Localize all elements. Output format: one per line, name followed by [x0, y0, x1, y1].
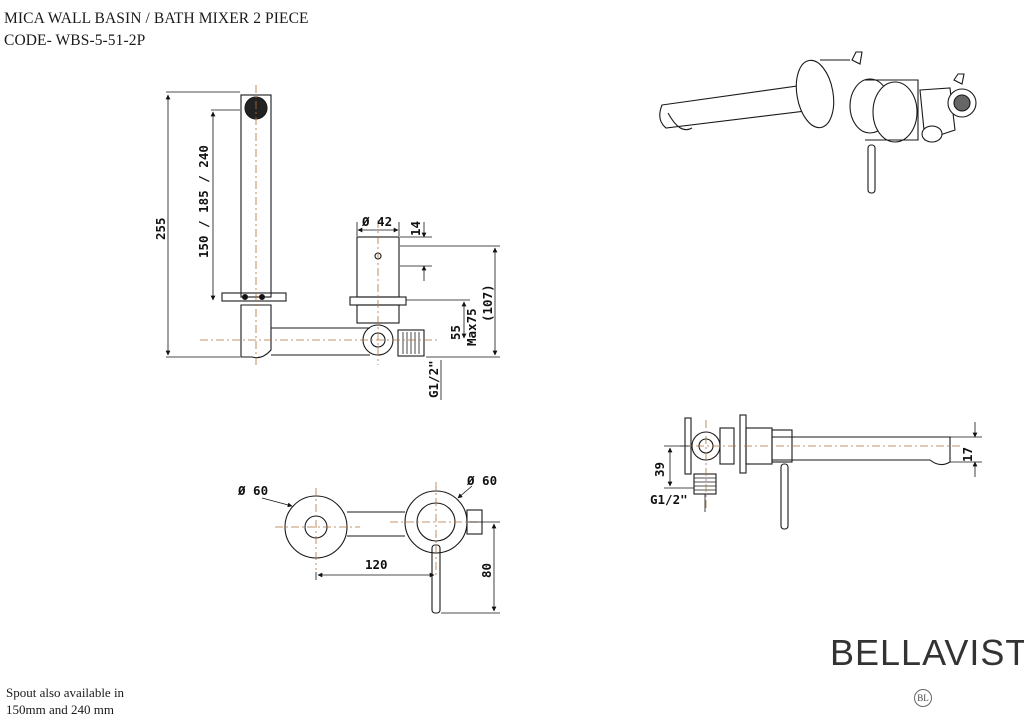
dim-side-17: 17 — [960, 447, 975, 462]
spout-availability-note: Spout also available in 150mm and 240 mm — [6, 684, 124, 718]
side-spout — [772, 436, 951, 466]
dim-ref-107: (107) — [480, 284, 495, 322]
spout-flange — [221, 292, 287, 302]
note-line-2: 150mm and 240 mm — [6, 702, 114, 717]
dim-height-total: 255 — [153, 217, 168, 240]
side-lever — [780, 463, 789, 530]
dim-thread-g12: G1/2" — [426, 360, 441, 398]
dim-spout-lengths: 150 / 185 / 240 — [196, 145, 211, 258]
front-dimensions — [165, 91, 500, 400]
side-thread — [693, 473, 717, 495]
dim-side-39: 39 — [652, 462, 667, 477]
dim-diameter-42: Ø 42 — [361, 214, 392, 229]
drawing-title: MICA WALL BASIN / BATH MIXER 2 PIECE COD… — [4, 8, 309, 52]
iso-spout-plate — [795, 59, 835, 129]
dim-dia-right: Ø 60 — [466, 473, 497, 488]
dim-cap-14: 14 — [408, 221, 423, 236]
top-view — [284, 490, 483, 614]
title-line-product: MICA WALL BASIN / BATH MIXER 2 PIECE — [4, 10, 309, 27]
top-dimensions — [261, 485, 500, 614]
brand-seal-icon: BL — [914, 689, 932, 707]
spout-body — [240, 304, 272, 359]
side-view — [684, 414, 951, 530]
front-centerlines — [200, 85, 440, 365]
front-view — [221, 94, 425, 359]
brand-logo: BELLAVISTA — [830, 632, 1024, 673]
iso-lever — [867, 144, 876, 194]
dim-dia-left: Ø 60 — [237, 483, 268, 498]
side-wall-plate — [739, 414, 747, 474]
top-centerlines — [275, 482, 485, 575]
isometric-view — [659, 51, 977, 194]
note-line-1: Spout also available in — [6, 685, 125, 700]
thread-connector — [397, 329, 425, 357]
dim-center-55: 55 — [448, 325, 463, 340]
dim-max-75: Max75 — [464, 308, 479, 346]
title-line-code: CODE- WBS-5-51-2P — [4, 32, 146, 49]
dim-spacing-120: 120 — [365, 557, 388, 572]
side-centerlines — [680, 420, 960, 510]
iso-mixer-cap — [872, 81, 918, 143]
side-dimensions — [664, 422, 982, 512]
dim-side-thread: G1/2" — [650, 492, 688, 507]
dim-lever-80: 80 — [479, 563, 494, 578]
top-lever — [431, 544, 441, 614]
